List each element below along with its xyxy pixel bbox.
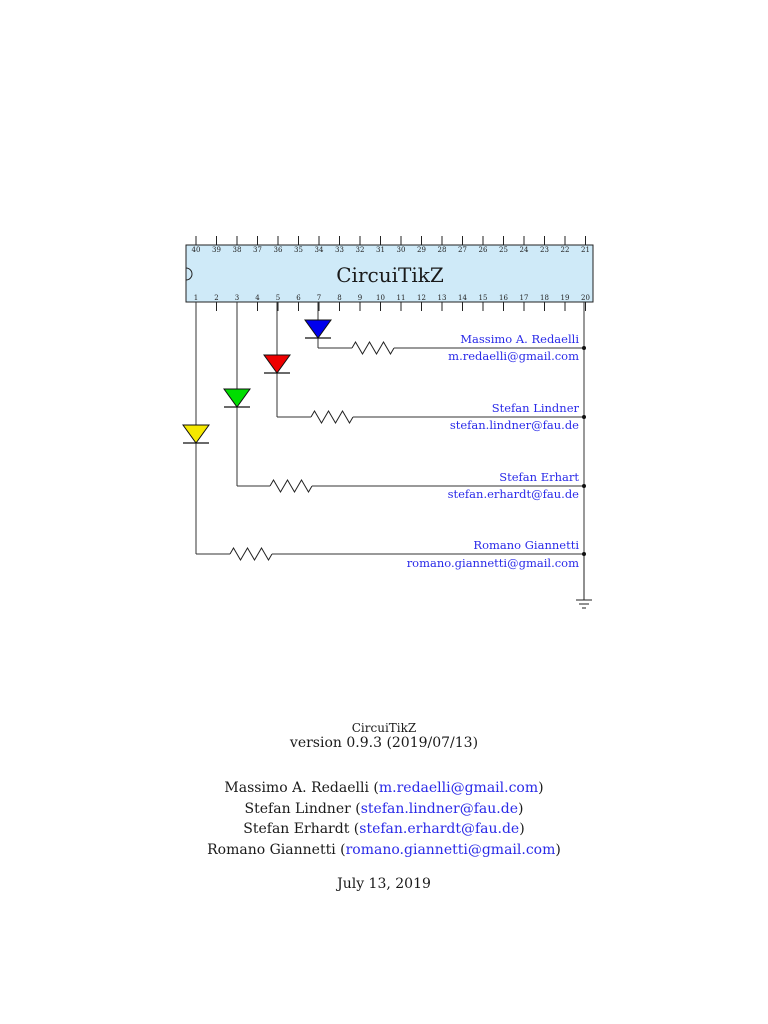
pin-number: 6 bbox=[296, 294, 301, 302]
resistor bbox=[351, 341, 395, 355]
junction-dot bbox=[582, 346, 586, 350]
junction-dot bbox=[582, 552, 586, 556]
led-diode bbox=[304, 319, 332, 339]
led-diode bbox=[182, 424, 210, 444]
pin-number: 18 bbox=[540, 294, 549, 302]
close-paren: ) bbox=[517, 800, 524, 817]
resistors bbox=[229, 341, 395, 561]
led-diode bbox=[223, 388, 251, 408]
author-email-link[interactable]: stefan.lindner@fau.de bbox=[450, 418, 579, 432]
pin-number: 15 bbox=[479, 294, 488, 302]
pin-number: 38 bbox=[233, 246, 242, 254]
resistor bbox=[229, 547, 273, 561]
pin-number: 21 bbox=[581, 246, 590, 254]
pin-number: 23 bbox=[540, 246, 549, 254]
author-email-link[interactable]: stefan.erhardt@fau.de bbox=[448, 487, 580, 501]
author-email-link[interactable]: m.redaelli@gmail.com bbox=[448, 349, 579, 363]
pin-number: 19 bbox=[561, 294, 570, 302]
pin-number: 37 bbox=[253, 246, 262, 254]
pin-number: 10 bbox=[376, 294, 385, 302]
ground-icon bbox=[576, 556, 592, 609]
chip-title: CircuiTikZ bbox=[336, 263, 444, 287]
led-diodes bbox=[182, 319, 332, 444]
author-name-label: Stefan Lindner bbox=[492, 401, 580, 415]
close-paren: ) bbox=[538, 780, 544, 796]
pin-number: 27 bbox=[458, 246, 467, 254]
open-paren: ( bbox=[350, 800, 361, 817]
author-name-label: Massimo A. Redaelli bbox=[460, 332, 579, 346]
pin-number: 12 bbox=[417, 294, 426, 302]
pin-number: 36 bbox=[274, 246, 283, 254]
pin-number: 13 bbox=[438, 294, 447, 302]
resistor bbox=[269, 479, 313, 493]
close-paren: ) bbox=[519, 821, 525, 837]
pin-number: 17 bbox=[520, 294, 529, 302]
pin-number: 8 bbox=[337, 294, 341, 302]
circuit-wires bbox=[195, 302, 585, 556]
pin-number: 33 bbox=[335, 246, 344, 254]
chip-notch bbox=[185, 267, 193, 281]
author-line: Stefan Erhardt (stefan.erhardt@fau.de) bbox=[0, 822, 768, 836]
package-name: CircuiTikZ bbox=[351, 721, 417, 735]
resistor bbox=[310, 410, 354, 424]
author-name: Romano Giannetti bbox=[207, 841, 336, 858]
chip-bottom-pins bbox=[195, 302, 586, 311]
author-line: Stefan Lindner (stefan.lindner@fau.de) bbox=[0, 802, 768, 816]
junction-dot bbox=[582, 415, 586, 419]
pin-number: 9 bbox=[358, 294, 362, 302]
open-paren: ( bbox=[335, 841, 346, 858]
open-paren: ( bbox=[349, 821, 360, 837]
pin-number: 32 bbox=[356, 246, 365, 254]
pin-number: 22 bbox=[561, 246, 570, 254]
pin-number: 16 bbox=[499, 294, 508, 302]
pin-number: 20 bbox=[581, 294, 590, 302]
author-line: Massimo A. Redaelli (m.redaelli@gmail.co… bbox=[0, 781, 768, 795]
version-line: version 0.9.3 (2019/07/13) bbox=[289, 735, 479, 751]
led-diode bbox=[263, 354, 291, 374]
pin-number: 24 bbox=[520, 246, 529, 254]
chip-top-pins bbox=[195, 236, 586, 245]
pin-number: 2 bbox=[214, 294, 218, 302]
pin-number: 3 bbox=[235, 294, 239, 302]
chip-body bbox=[185, 244, 594, 303]
pin-number: 35 bbox=[294, 246, 303, 254]
author-line: Romano Giannetti (romano.giannetti@gmail… bbox=[0, 843, 768, 857]
author-name: Stefan Erhardt bbox=[243, 821, 350, 837]
pin-number: 7 bbox=[317, 294, 321, 302]
pin-number: 11 bbox=[397, 294, 406, 302]
pin-number: 26 bbox=[479, 246, 488, 254]
document-date: July 13, 2019 bbox=[337, 876, 431, 892]
pin-number: 39 bbox=[212, 246, 221, 254]
pin-number: 4 bbox=[255, 294, 260, 302]
pin-number: 34 bbox=[315, 246, 324, 254]
junction-dot bbox=[582, 484, 586, 488]
pin-number: 5 bbox=[276, 294, 280, 302]
author-name-label: Romano Giannetti bbox=[473, 538, 579, 552]
author-name: Stefan Lindner bbox=[244, 800, 351, 817]
pin-number: 31 bbox=[376, 246, 385, 254]
author-email-link[interactable]: romano.giannetti@gmail.com bbox=[345, 841, 556, 858]
author-name: Massimo A. Redaelli bbox=[224, 780, 369, 796]
pin-number: 1 bbox=[194, 294, 198, 302]
pin-number: 25 bbox=[499, 246, 508, 254]
author-email-link[interactable]: stefan.erhardt@fau.de bbox=[359, 821, 520, 837]
pin-number: 14 bbox=[458, 294, 467, 302]
pin-number: 40 bbox=[192, 246, 201, 254]
author-name-label: Stefan Erhart bbox=[499, 470, 579, 484]
close-paren: ) bbox=[555, 841, 561, 858]
pin-number: 28 bbox=[438, 246, 447, 254]
author-email-link[interactable]: m.redaelli@gmail.com bbox=[378, 780, 539, 796]
author-email-link[interactable]: stefan.lindner@fau.de bbox=[360, 800, 518, 817]
pin-number: 30 bbox=[397, 246, 406, 254]
open-paren: ( bbox=[368, 780, 379, 796]
author-email-link[interactable]: romano.giannetti@gmail.com bbox=[407, 556, 579, 570]
pin-number: 29 bbox=[417, 246, 426, 254]
